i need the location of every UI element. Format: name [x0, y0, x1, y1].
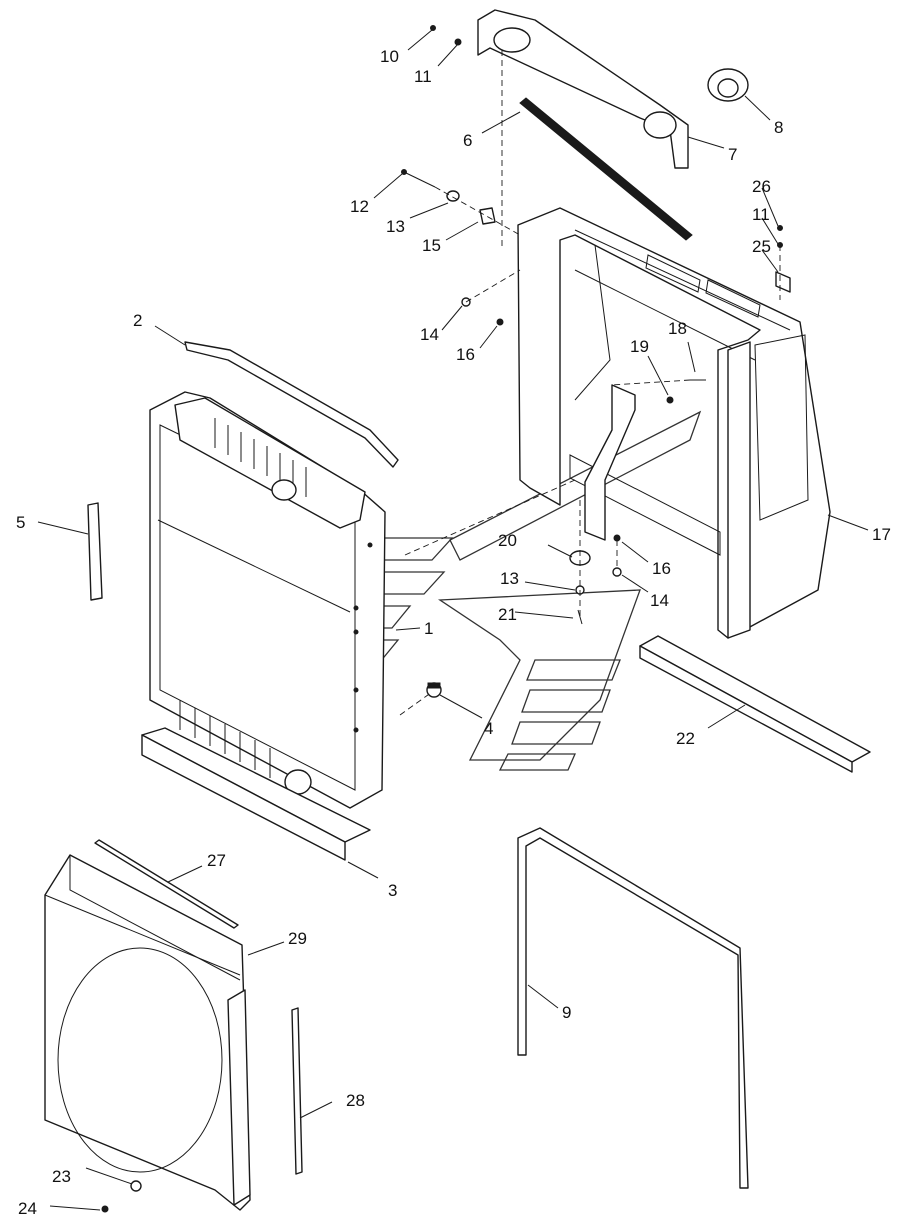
callout-13: 13 — [386, 217, 405, 236]
callout-11: 11 — [414, 67, 432, 86]
callout-28: 28 — [346, 1091, 365, 1110]
fan-shroud-part-29 — [44, 854, 251, 1211]
seal-strip-part-5 — [87, 502, 103, 601]
callout-12: 12 — [350, 197, 369, 216]
assembly-lines — [399, 50, 781, 716]
hardware — [101, 25, 791, 1213]
callout-21: 21 — [498, 605, 517, 624]
callout-24: 24 — [18, 1199, 37, 1218]
callout-14: 14 — [420, 325, 439, 344]
grommet-part-8 — [707, 68, 749, 102]
strip-part-28 — [291, 1007, 303, 1175]
callout-1: 1 — [424, 619, 433, 638]
callout-10: 10 — [380, 47, 399, 66]
drain-valve-part-4 — [426, 682, 442, 698]
callout-19: 19 — [630, 337, 649, 356]
callout-16: 16 — [652, 559, 671, 578]
callout-20: 20 — [498, 531, 517, 550]
callout-6: 6 — [463, 131, 472, 150]
foam-block-part-3 — [141, 727, 371, 861]
callout-11: 11 — [752, 205, 770, 224]
callout-26: 26 — [752, 177, 771, 196]
callout-18: 18 — [668, 319, 687, 338]
callout-5: 5 — [16, 513, 25, 532]
seal-strip-part-6 — [519, 97, 693, 241]
callouts: 1 2 3 4 5 6 7 8 9 10 11 11 12 13 13 14 1… — [16, 47, 891, 1218]
callout-16: 16 — [456, 345, 475, 364]
strip-part-27 — [94, 839, 239, 929]
seal-loop-part-9 — [517, 827, 749, 1189]
callout-2: 2 — [133, 311, 142, 330]
callout-4: 4 — [484, 719, 493, 738]
foam-bar-part-22 — [639, 635, 871, 773]
callout-13: 13 — [500, 569, 519, 588]
rod-part-2 — [184, 341, 399, 468]
callout-25: 25 — [752, 237, 771, 256]
radiator-part-1 — [149, 391, 386, 809]
top-bracket-part-7 — [477, 9, 689, 169]
callout-9: 9 — [562, 1003, 571, 1022]
callout-23: 23 — [52, 1167, 71, 1186]
leader-lines — [37, 29, 869, 1211]
callout-29: 29 — [288, 929, 307, 948]
callout-15: 15 — [422, 236, 441, 255]
callout-17: 17 — [872, 525, 891, 544]
callout-7: 7 — [728, 145, 737, 164]
callout-14: 14 — [650, 591, 669, 610]
callout-3: 3 — [388, 881, 397, 900]
callout-27: 27 — [207, 851, 226, 870]
callout-22: 22 — [676, 729, 695, 748]
callout-8: 8 — [774, 118, 783, 137]
shroud-frame-part-17 — [517, 207, 831, 639]
